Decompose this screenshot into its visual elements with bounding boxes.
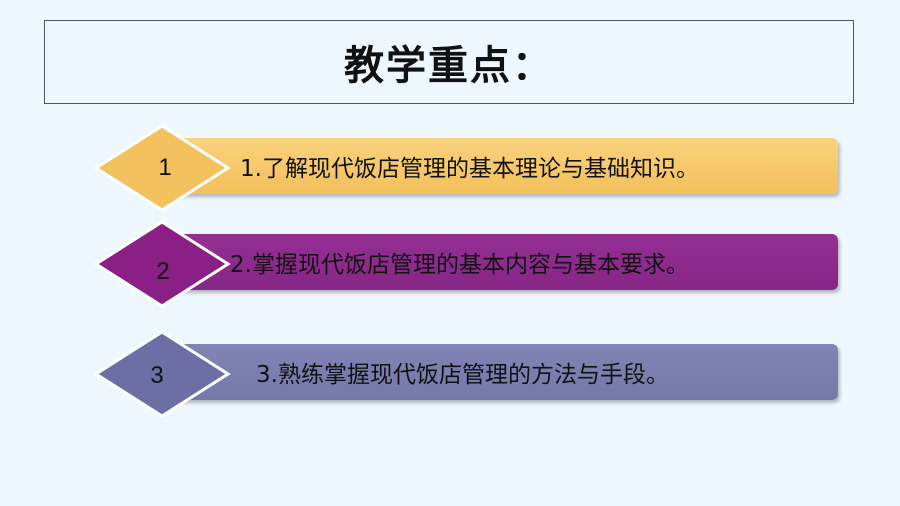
key-point-bar-2: 2.掌握现代饭店管理的基本内容与基本要求。 (150, 234, 838, 290)
key-point-item-1: 1.了解现代饭店管理的基本理论与基础知识。 1 (0, 122, 900, 212)
key-point-bar-3: 3.熟练掌握现代饭店管理的方法与手段。 (150, 344, 838, 400)
title-box: 教学重点： (44, 20, 854, 104)
key-point-text-1: 1.了解现代饭店管理的基本理论与基础知识。 (240, 156, 699, 182)
key-point-item-2: 2.掌握现代饭店管理的基本内容与基本要求。 2 (0, 218, 900, 308)
diamond-marker-1 (93, 124, 231, 212)
key-point-item-3: 3.熟练掌握现代饭店管理的方法与手段。 3 (0, 328, 900, 418)
key-point-bar-1: 1.了解现代饭店管理的基本理论与基础知识。 (150, 138, 838, 194)
diamond-marker-2 (93, 220, 231, 308)
key-point-text-2: 2.掌握现代饭店管理的基本内容与基本要求。 (230, 252, 689, 278)
key-point-number-3: 3 (150, 362, 164, 389)
slide-title: 教学重点： (344, 42, 554, 89)
diamond-marker-3 (93, 330, 231, 418)
key-point-number-1: 1 (158, 154, 172, 181)
key-point-number-2: 2 (156, 258, 170, 285)
key-point-text-3: 3.熟练掌握现代饭店管理的方法与手段。 (256, 362, 669, 388)
